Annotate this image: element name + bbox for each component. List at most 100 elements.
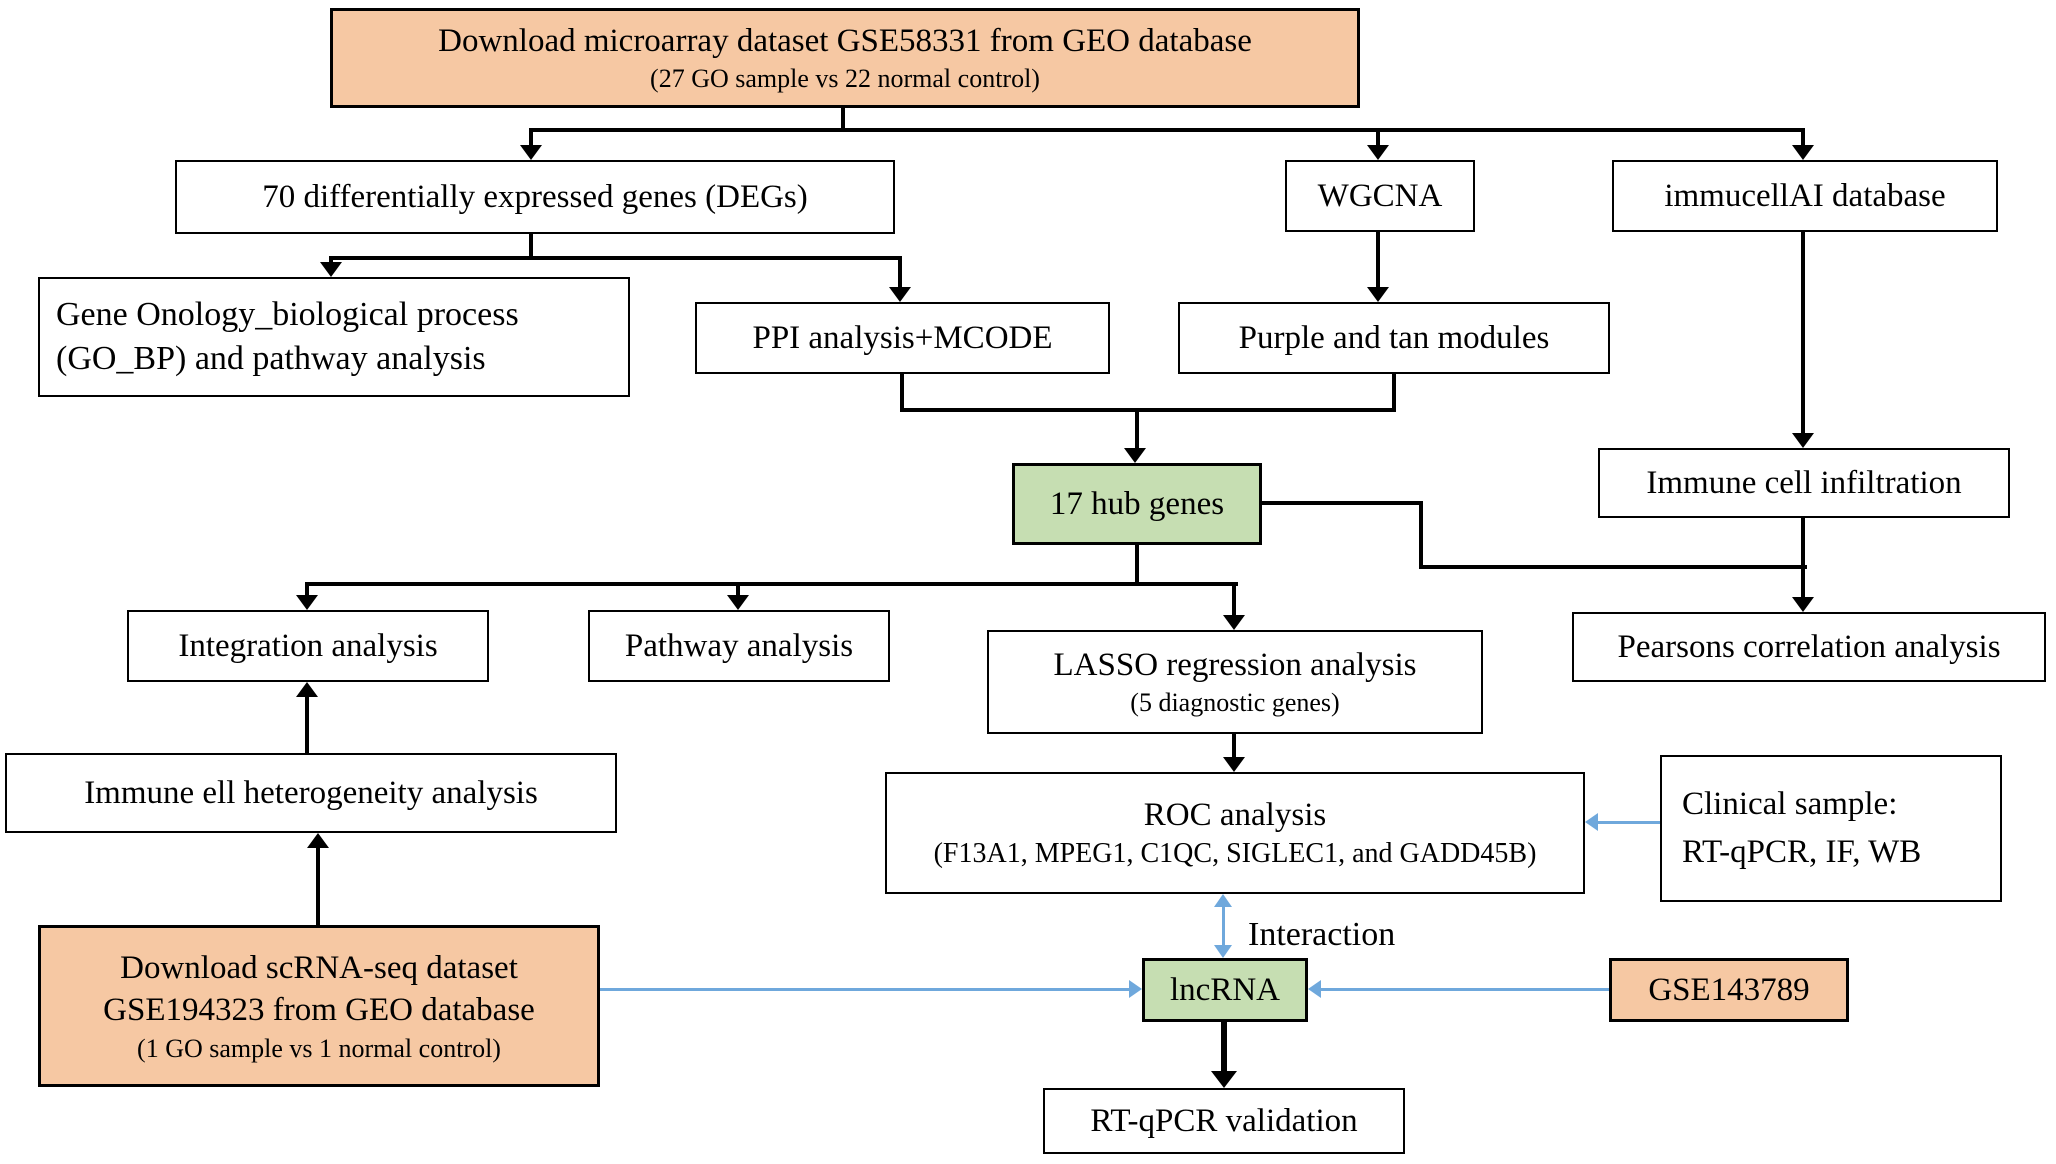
arrowhead-blue-to-roc — [1585, 813, 1598, 831]
node-download-microarray: Download microarray dataset GSE58331 fro… — [330, 8, 1360, 108]
connector-degs-gobp — [329, 256, 333, 266]
arrowhead-to-immucellai — [1792, 145, 1814, 160]
node-pearsons: Pearsons correlation analysis — [1572, 612, 2046, 682]
arrowhead-to-degs — [520, 145, 542, 160]
node-infiltration-label: Immune cell infiltration — [1646, 464, 1962, 501]
node-clinical-line2: RT-qPCR, IF, WB — [1682, 833, 1922, 870]
connector-branch2-pathway — [736, 582, 740, 598]
arrowhead-to-rtqpcr — [1211, 1071, 1237, 1088]
node-hub-genes: 17 hub genes — [1012, 463, 1262, 545]
connector-branch1-degs — [529, 128, 533, 148]
node-clinical: Clinical sample: RT-qPCR, IF, WB — [1660, 755, 2002, 902]
arrowhead-blue-up-roc — [1214, 894, 1232, 907]
connector-ppi-down — [900, 374, 904, 412]
node-download-microarray-title: Download microarray dataset GSE58331 fro… — [438, 23, 1252, 60]
connector-hub-right-down — [1419, 501, 1423, 569]
arrowhead-blue-to-lncrna-right — [1308, 980, 1321, 998]
node-pearsons-label: Pearsons correlation analysis — [1617, 628, 2001, 665]
arrowhead-to-pearsons — [1792, 597, 1814, 612]
connector-interaction — [1222, 907, 1225, 945]
connector-modules-down — [1392, 374, 1396, 412]
node-lncrna-label: lncRNA — [1170, 971, 1280, 1008]
arrowhead-to-gobp — [320, 262, 342, 277]
node-gse143789-label: GSE143789 — [1648, 971, 1810, 1008]
node-scrna-line2: GSE194323 from GEO database — [103, 992, 535, 1029]
connector-lncrna-rtqpcr — [1221, 1022, 1227, 1074]
connector-junction-pearsons — [1419, 565, 1807, 569]
arrowhead-to-heterogeneity-up — [307, 833, 329, 848]
arrowhead-to-integration — [296, 595, 318, 610]
node-wgcna: WGCNA — [1285, 160, 1475, 232]
node-roc: ROC analysis (F13A1, MPEG1, C1QC, SIGLEC… — [885, 772, 1585, 894]
node-lasso: LASSO regression analysis (5 diagnostic … — [987, 630, 1483, 734]
node-gse143789: GSE143789 — [1609, 958, 1849, 1022]
connector-branch2-integration — [305, 582, 309, 598]
connector-clinical-roc — [1598, 821, 1660, 824]
node-scrna: Download scRNA-seq dataset GSE194323 fro… — [38, 925, 600, 1087]
connector-gse143789-lncrna — [1321, 988, 1609, 991]
arrowhead-to-roc — [1223, 757, 1245, 772]
connector-top-stem — [841, 106, 845, 132]
node-download-microarray-subtitle: (27 GO sample vs 22 normal control) — [650, 64, 1040, 94]
connector-branch1-immucellai — [1801, 128, 1805, 148]
connector-hub-bottom — [1135, 545, 1139, 586]
connector-immucellai-infiltration — [1801, 232, 1805, 436]
node-immucellai: immucellAI database — [1612, 160, 1998, 232]
connector-wgcna-modules — [1376, 232, 1380, 290]
node-clinical-line1: Clinical sample: — [1682, 785, 1898, 822]
node-lasso-title: LASSO regression analysis — [1053, 647, 1417, 684]
arrowhead-blue-to-lncrna-left — [1129, 980, 1142, 998]
node-roc-title: ROC analysis — [1143, 796, 1327, 833]
node-infiltration: Immune cell infiltration — [1598, 448, 2010, 518]
node-integration-label: Integration analysis — [178, 627, 438, 664]
node-immucellai-label: immucellAI database — [1664, 177, 1946, 214]
connector-scrna-heterogeneity — [316, 847, 320, 925]
connector-degs-branch — [329, 256, 902, 260]
connector-infiltration-pearsons — [1801, 518, 1805, 598]
node-heterogeneity-label: Immune ell heterogeneity analysis — [84, 774, 538, 811]
arrowhead-to-wgcna — [1367, 145, 1389, 160]
arrowhead-to-modules — [1367, 287, 1389, 302]
node-degs-label: 70 differentially expressed genes (DEGs) — [262, 178, 808, 215]
node-integration: Integration analysis — [127, 610, 489, 682]
node-gobp: Gene Onology_biological process (GO_BP) … — [38, 277, 630, 397]
connector-hub-stem — [1135, 408, 1139, 450]
node-wgcna-label: WGCNA — [1317, 177, 1443, 214]
connector-branch2 — [305, 582, 1238, 586]
arrowhead-blue-down-lncrna — [1214, 945, 1232, 958]
node-lncrna: lncRNA — [1142, 958, 1308, 1022]
node-degs: 70 differentially expressed genes (DEGs) — [175, 160, 895, 234]
arrowhead-to-ppi — [889, 287, 911, 302]
connector-degs-ppi — [898, 256, 902, 290]
node-ppi-label: PPI analysis+MCODE — [752, 319, 1053, 356]
node-gobp-line2: (GO_BP) and pathway analysis — [56, 340, 486, 377]
arrowhead-to-hub — [1124, 448, 1146, 463]
node-heterogeneity: Immune ell heterogeneity analysis — [5, 753, 617, 833]
connector-branch1 — [529, 128, 1805, 132]
node-gobp-line1: Gene Onology_biological process — [56, 296, 519, 334]
arrowhead-to-infiltration — [1792, 433, 1814, 448]
connector-lasso-roc — [1232, 734, 1236, 760]
node-hub-genes-label: 17 hub genes — [1049, 485, 1225, 522]
node-modules-label: Purple and tan modules — [1238, 319, 1550, 356]
node-ppi: PPI analysis+MCODE — [695, 302, 1110, 374]
node-modules: Purple and tan modules — [1178, 302, 1610, 374]
arrowhead-to-lasso — [1223, 615, 1245, 630]
arrowhead-to-integration-up — [296, 682, 318, 697]
node-scrna-line1: Download scRNA-seq dataset — [120, 950, 518, 987]
node-lasso-subtitle: (5 diagnostic genes) — [1130, 688, 1340, 718]
arrowhead-to-pathway — [727, 595, 749, 610]
connector-scrna-lncrna — [600, 988, 1129, 991]
connector-hub-merge — [900, 408, 1396, 412]
connector-hub-right — [1262, 501, 1423, 505]
node-scrna-line3: (1 GO sample vs 1 normal control) — [137, 1033, 501, 1063]
connector-heterogeneity-integration — [305, 696, 309, 753]
interaction-label: Interaction — [1248, 916, 1396, 953]
node-pathway: Pathway analysis — [588, 610, 890, 682]
connector-degs-stem — [529, 234, 533, 260]
node-rtqpcr: RT-qPCR validation — [1043, 1088, 1405, 1154]
node-pathway-label: Pathway analysis — [624, 627, 854, 664]
connector-branch2-lasso — [1232, 582, 1236, 618]
node-rtqpcr-label: RT-qPCR validation — [1090, 1102, 1358, 1139]
